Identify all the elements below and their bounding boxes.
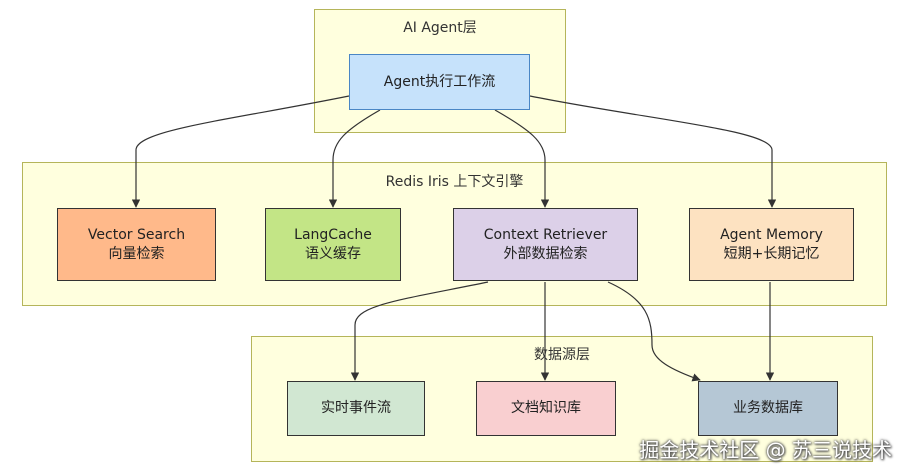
watermark: 掘金技术社区 @ 苏三说技术 (639, 438, 892, 462)
layer-title: 数据源层 (534, 347, 590, 363)
node-sublabel: 短期+长期记忆 (723, 245, 820, 262)
node-context-retriever: Context Retriever 外部数据检索 (453, 208, 638, 281)
node-label: 实时事件流 (321, 400, 391, 416)
node-agent-workflow: Agent执行工作流 (349, 54, 530, 110)
node-realtime-stream: 实时事件流 (287, 381, 425, 436)
node-agent-memory: Agent Memory 短期+长期记忆 (689, 208, 854, 281)
node-sublabel: 语义缓存 (305, 245, 361, 262)
node-doc-kb: 文档知识库 (476, 381, 616, 436)
node-langcache: LangCache 语义缓存 (265, 208, 401, 281)
node-sublabel: 向量检索 (108, 245, 165, 262)
layer-title: AI Agent层 (403, 20, 477, 36)
node-label: 业务数据库 (733, 400, 803, 416)
node-business-db: 业务数据库 (698, 381, 838, 436)
node-label: Context Retriever (483, 226, 608, 243)
node-label: LangCache (294, 226, 372, 243)
layer-title: Redis Iris 上下文引擎 (385, 174, 524, 190)
node-label: Agent执行工作流 (383, 73, 496, 90)
node-vector-search: Vector Search 向量检索 (57, 208, 216, 281)
node-sublabel: 外部数据检索 (503, 245, 588, 262)
node-label: Vector Search (87, 226, 186, 243)
node-label: Agent Memory (720, 226, 823, 243)
node-label: 文档知识库 (511, 400, 581, 416)
